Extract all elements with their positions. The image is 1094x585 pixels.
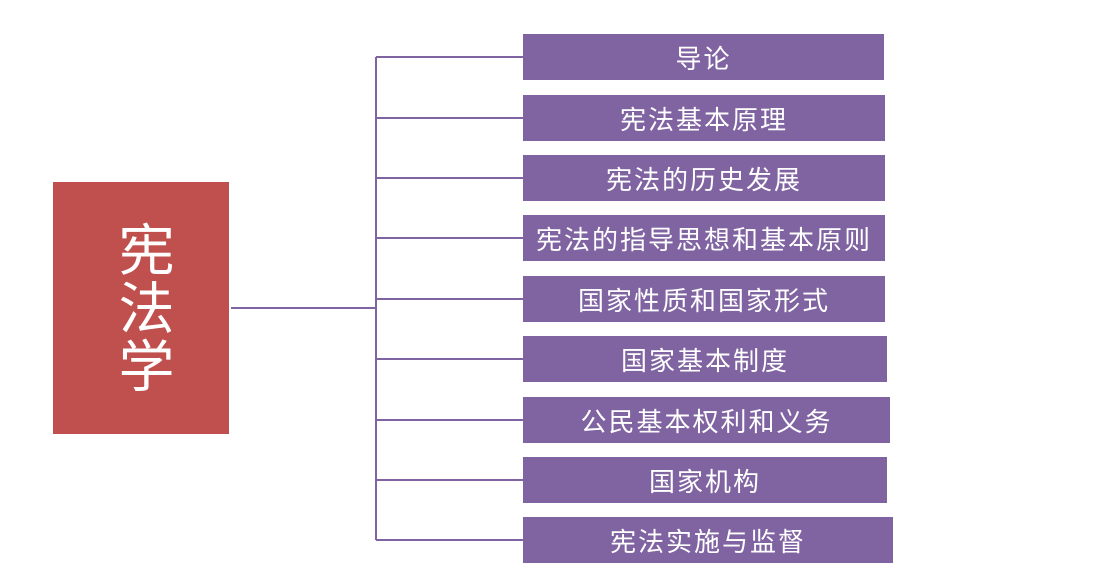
branch-label: 导论 bbox=[675, 44, 732, 75]
root-label: 宪法学 bbox=[109, 221, 174, 395]
branch-node-introduction: 导论 bbox=[523, 34, 884, 80]
branch-node-basic-systems: 国家基本制度 bbox=[523, 336, 887, 382]
branch-label: 宪法实施与监督 bbox=[609, 527, 806, 558]
branch-node-history: 宪法的历史发展 bbox=[523, 155, 885, 201]
branch-node-state-organs: 国家机构 bbox=[523, 457, 887, 503]
branch-node-enforcement: 宪法实施与监督 bbox=[523, 517, 893, 563]
branch-node-state-nature: 国家性质和国家形式 bbox=[523, 276, 885, 322]
branch-label: 国家基本制度 bbox=[620, 346, 789, 377]
branch-label: 国家机构 bbox=[648, 467, 761, 498]
branch-node-basic-principles: 宪法基本原理 bbox=[523, 95, 885, 141]
root-node: 宪法学 bbox=[53, 182, 229, 434]
branch-label: 宪法的指导思想和基本原则 bbox=[535, 225, 872, 256]
branch-label: 宪法的历史发展 bbox=[605, 165, 802, 196]
branch-label: 公民基本权利和义务 bbox=[580, 407, 833, 438]
branch-node-citizen-rights: 公民基本权利和义务 bbox=[523, 397, 890, 443]
branch-label: 宪法基本原理 bbox=[619, 105, 788, 136]
branch-node-guiding-ideology: 宪法的指导思想和基本原则 bbox=[523, 215, 885, 261]
branch-label: 国家性质和国家形式 bbox=[577, 286, 830, 317]
